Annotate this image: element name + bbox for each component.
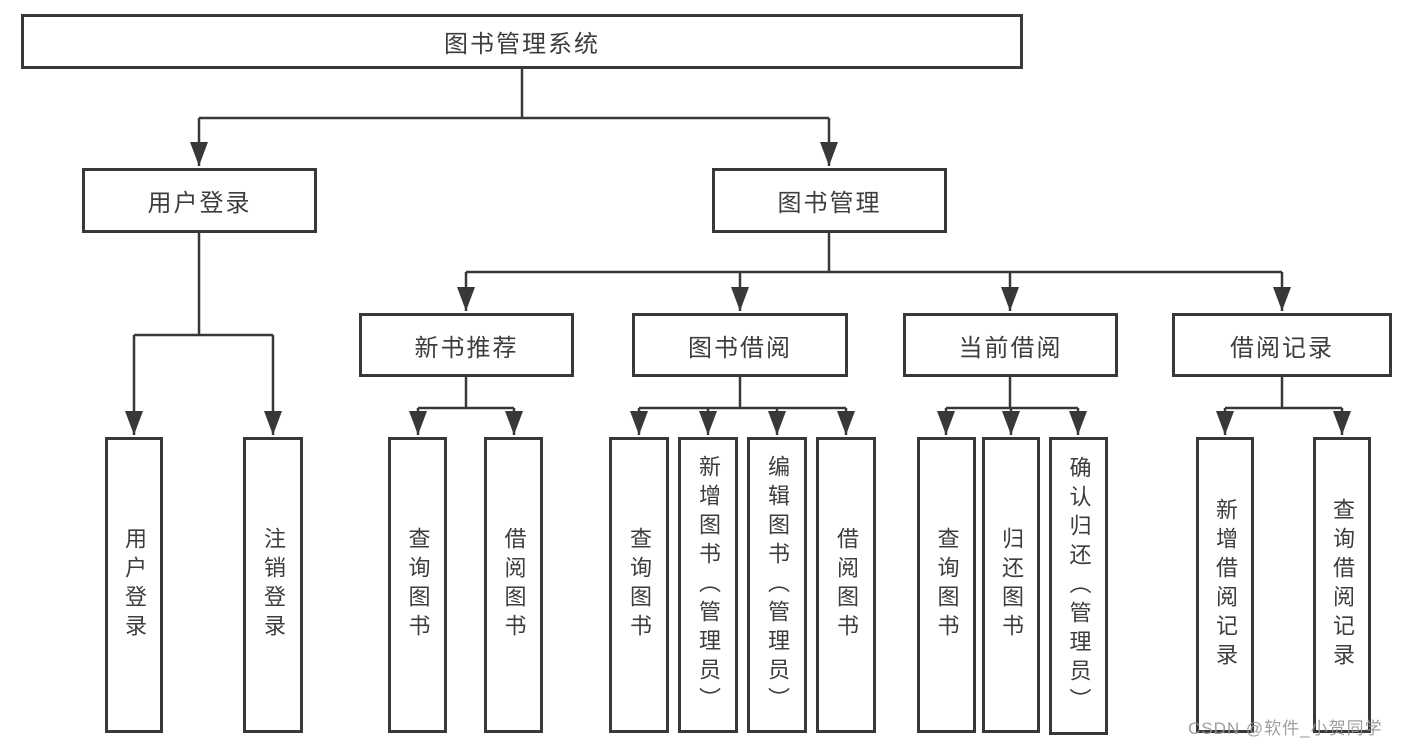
leaf-logout: 注销登录 [243, 437, 303, 733]
leaf-borrow-books: 借阅图书 [816, 437, 876, 733]
leaf-query-borrow-record-label: 查询借阅记录 [1330, 498, 1355, 672]
leaf-add-book-admin-label: 新增图书（管理员） [696, 454, 721, 716]
leaf-borrow-books-recommend-label: 借阅图书 [501, 527, 527, 643]
node-current-borrowing: 当前借阅 [903, 313, 1118, 377]
node-user-login-label: 用户登录 [147, 190, 252, 217]
leaf-confirm-return-admin-label: 确认归还（管理员） [1066, 455, 1092, 717]
node-book-borrowing: 图书借阅 [632, 313, 848, 377]
leaf-edit-book-admin: 编辑图书（管理员） [747, 437, 807, 733]
node-user-login: 用户登录 [82, 168, 317, 233]
node-borrowing-records-label: 借阅记录 [1230, 334, 1334, 362]
leaf-user-login-label: 用户登录 [122, 527, 147, 643]
leaf-add-borrow-record: 新增借阅记录 [1196, 437, 1254, 733]
leaf-return-books-label: 归还图书 [999, 527, 1024, 643]
leaf-return-books: 归还图书 [982, 437, 1040, 733]
node-book-management-label: 图书管理 [777, 190, 882, 217]
node-book-management: 图书管理 [712, 168, 947, 233]
leaf-add-borrow-record-label: 新增借阅记录 [1213, 498, 1238, 672]
leaf-query-books-recommend-label: 查询图书 [405, 527, 431, 643]
leaf-query-books-borrow: 查询图书 [609, 437, 669, 733]
leaf-query-books-recommend: 查询图书 [388, 437, 447, 733]
leaf-user-login: 用户登录 [105, 437, 163, 733]
leaf-borrow-books-label: 借阅图书 [834, 527, 859, 643]
leaf-borrow-books-recommend: 借阅图书 [484, 437, 543, 733]
leaf-add-book-admin: 新增图书（管理员） [678, 437, 738, 733]
node-library-management-system: 图书管理系统 [21, 14, 1023, 69]
leaf-query-books-current-label: 查询图书 [934, 527, 960, 643]
node-new-book-recommendation-label: 新书推荐 [414, 334, 519, 362]
node-new-book-recommendation: 新书推荐 [359, 313, 574, 377]
node-book-borrowing-label: 图书借阅 [688, 334, 792, 362]
node-current-borrowing-label: 当前借阅 [958, 334, 1063, 362]
leaf-logout-label: 注销登录 [261, 527, 286, 643]
node-borrowing-records: 借阅记录 [1172, 313, 1392, 377]
leaf-edit-book-admin-label: 编辑图书（管理员） [765, 454, 790, 716]
leaf-confirm-return-admin: 确认归还（管理员） [1049, 437, 1108, 735]
leaf-query-borrow-record: 查询借阅记录 [1313, 437, 1371, 733]
node-library-management-system-label: 图书管理系统 [444, 31, 600, 58]
leaf-query-books-borrow-label: 查询图书 [627, 527, 652, 643]
watermark-text: CSDN @软件_小贺同学 [1188, 719, 1383, 738]
leaf-query-books-current: 查询图书 [917, 437, 976, 733]
